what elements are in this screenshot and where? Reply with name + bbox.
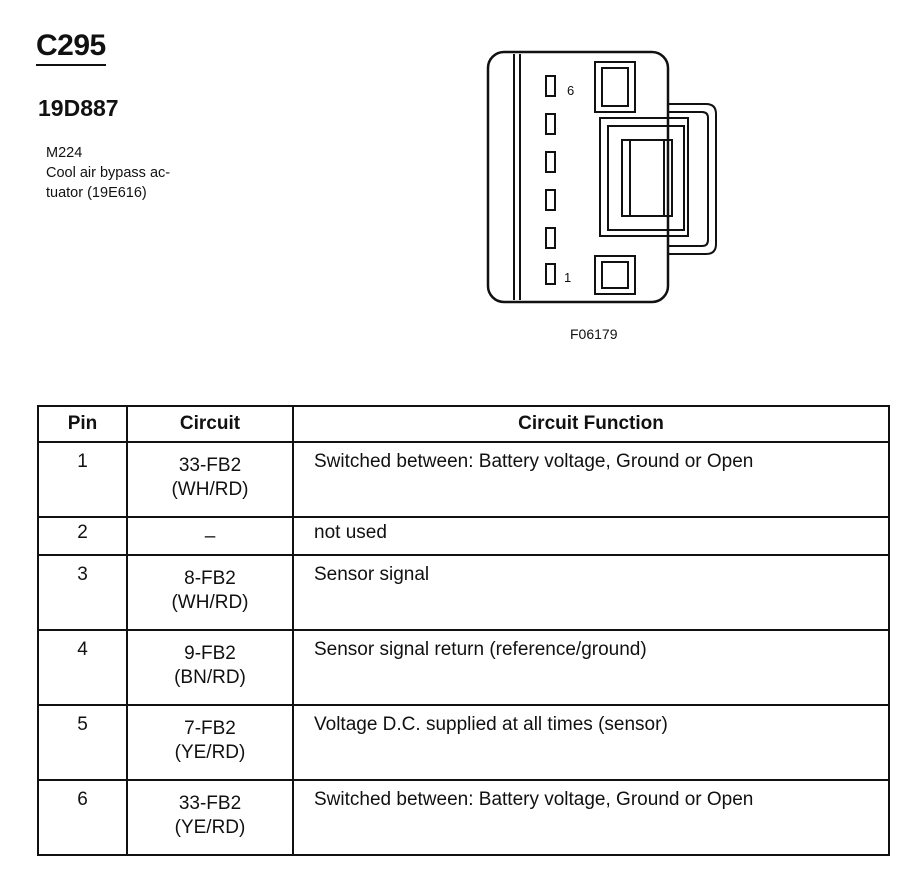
cell-function: Switched between: Battery voltage, Groun…: [292, 779, 890, 856]
pin-cavity-4: [545, 151, 556, 173]
cell-pin: 2: [37, 516, 128, 556]
cell-function: Sensor signal return (reference/ground): [292, 629, 890, 706]
header-circuit: Circuit: [126, 405, 294, 443]
pin-label-6: 6: [567, 83, 574, 98]
pin-cavities: [545, 75, 556, 285]
description-line: M224: [46, 145, 83, 161]
cell-circuit: 33-FB2 (WH/RD): [126, 441, 294, 518]
cell-pin: 5: [37, 704, 128, 781]
description-line: tuator (19E616): [46, 185, 147, 201]
cell-pin: 1: [37, 441, 128, 518]
circuit-number: 33-FB2: [178, 793, 242, 814]
connector-id: C295: [36, 30, 106, 66]
component-description: M224 Cool air bypass ac- tuator (19E616): [46, 143, 216, 203]
pinout-table: Pin Circuit Circuit Function 1 33-FB2 (W…: [37, 405, 890, 856]
pin-cavity-3: [545, 189, 556, 211]
circuit-number: 7-FB2: [184, 718, 236, 739]
cell-circuit: 33-FB2 (YE/RD): [126, 779, 294, 856]
circuit-number: –: [204, 526, 216, 547]
cell-circuit: –: [126, 516, 294, 556]
wire-color: (WH/RD): [171, 479, 249, 500]
connector-face-diagram: 6 1: [486, 50, 717, 304]
table-row: 4 9-FB2 (BN/RD) Sensor signal return (re…: [37, 629, 890, 706]
table-row: 2 – not used: [37, 516, 890, 556]
pin-cavity-1: [545, 263, 556, 285]
wire-color: (YE/RD): [174, 742, 246, 763]
circuit-number: 8-FB2: [184, 568, 236, 589]
table-row: 1 33-FB2 (WH/RD) Switched between: Batte…: [37, 441, 890, 518]
cell-circuit: 7-FB2 (YE/RD): [126, 704, 294, 781]
cell-function: Voltage D.C. supplied at all times (sens…: [292, 704, 890, 781]
circuit-number: 9-FB2: [184, 643, 236, 664]
table-header-row: Pin Circuit Circuit Function: [37, 405, 890, 443]
header-circuit-function: Circuit Function: [292, 405, 890, 443]
table-row: 3 8-FB2 (WH/RD) Sensor signal: [37, 554, 890, 631]
pin-label-1: 1: [564, 270, 571, 285]
cell-function: not used: [292, 516, 890, 556]
part-number: 19D887: [38, 95, 119, 121]
figure-label: F06179: [570, 326, 618, 342]
header-pin: Pin: [37, 405, 128, 443]
wire-color: (BN/RD): [174, 667, 246, 688]
wire-color: (YE/RD): [174, 817, 246, 838]
wire-color: (WH/RD): [171, 592, 249, 613]
table-row: 5 7-FB2 (YE/RD) Voltage D.C. supplied at…: [37, 704, 890, 781]
cell-pin: 4: [37, 629, 128, 706]
pin-cavity-2: [545, 227, 556, 249]
pin-cavity-6: [545, 75, 556, 97]
cell-circuit: 9-FB2 (BN/RD): [126, 629, 294, 706]
cell-pin: 6: [37, 779, 128, 856]
description-line: Cool air bypass ac-: [46, 165, 171, 181]
table-row: 6 33-FB2 (YE/RD) Switched between: Batte…: [37, 779, 890, 856]
circuit-number: 33-FB2: [178, 455, 242, 476]
cell-function: Switched between: Battery voltage, Groun…: [292, 441, 890, 518]
cell-circuit: 8-FB2 (WH/RD): [126, 554, 294, 631]
cell-function: Sensor signal: [292, 554, 890, 631]
cell-pin: 3: [37, 554, 128, 631]
pin-cavity-5: [545, 113, 556, 135]
